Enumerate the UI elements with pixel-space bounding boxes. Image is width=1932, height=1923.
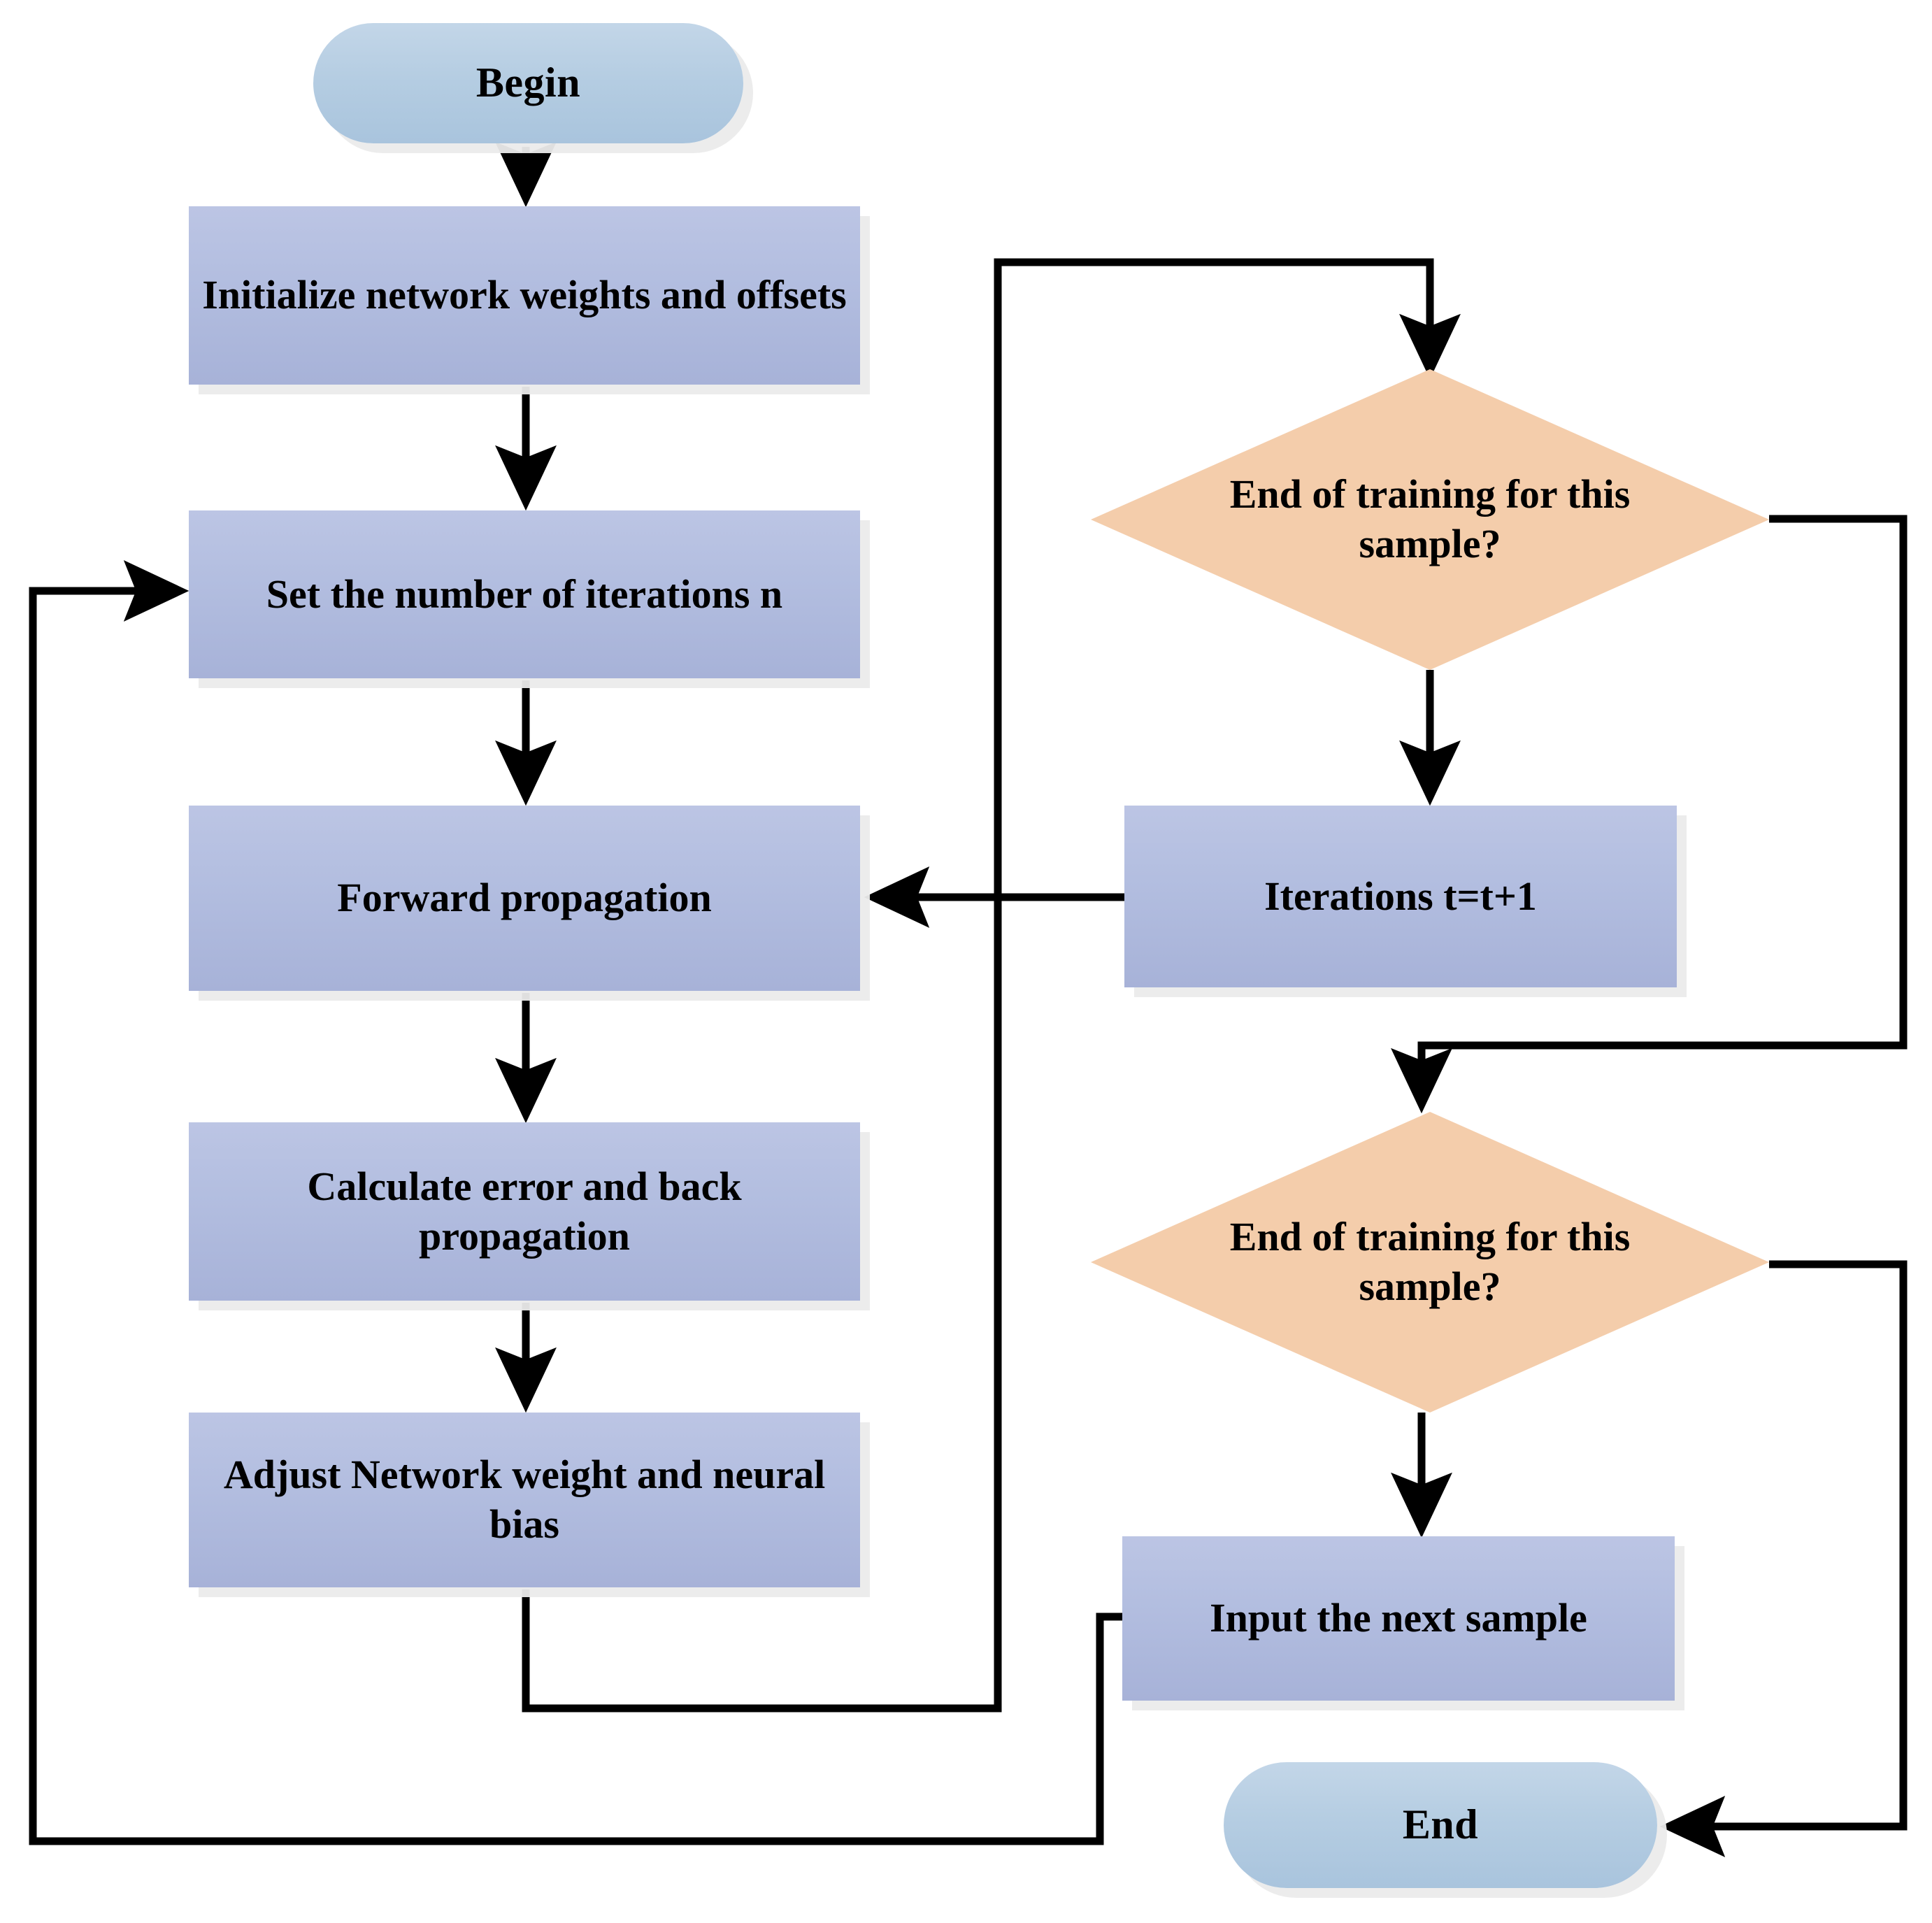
node-end-label: End (1402, 1801, 1479, 1848)
node-adjust-weights-label: Adjust Network weight and neural bias (223, 1452, 826, 1547)
node-end[interactable]: End (1224, 1762, 1657, 1888)
node-decision-1-label: End of training for this sample? (1229, 471, 1631, 566)
node-begin[interactable]: Begin (313, 23, 743, 143)
node-forward-propagation[interactable]: Forward propagation (189, 806, 860, 991)
node-adjust-weights[interactable]: Adjust Network weight and neural bias (189, 1413, 860, 1587)
node-input-next-sample-label: Input the next sample (1210, 1595, 1587, 1641)
node-initialize-weights-label: Initialize network weights and offsets (202, 272, 847, 318)
node-initialize-weights[interactable]: Initialize network weights and offsets (189, 206, 860, 385)
node-set-iterations-label: Set the number of iterations n (266, 571, 783, 617)
node-decision-end-of-training-1[interactable]: End of training for this sample? (1091, 369, 1769, 670)
node-calculate-error[interactable]: Calculate error and back propagation (189, 1122, 860, 1301)
node-iterations-increment[interactable]: Iterations t=t+1 (1124, 806, 1677, 987)
node-decision-2-label: End of training for this sample? (1229, 1214, 1631, 1309)
node-calculate-error-label: Calculate error and back propagation (307, 1163, 742, 1259)
node-input-next-sample[interactable]: Input the next sample (1122, 1536, 1675, 1701)
node-set-iterations[interactable]: Set the number of iterations n (189, 510, 860, 678)
node-forward-propagation-label: Forward propagation (337, 875, 712, 921)
node-decision-end-of-training-2[interactable]: End of training for this sample? (1091, 1112, 1769, 1413)
node-begin-label: Begin (475, 59, 581, 106)
node-iterations-increment-label: Iterations t=t+1 (1264, 873, 1537, 919)
